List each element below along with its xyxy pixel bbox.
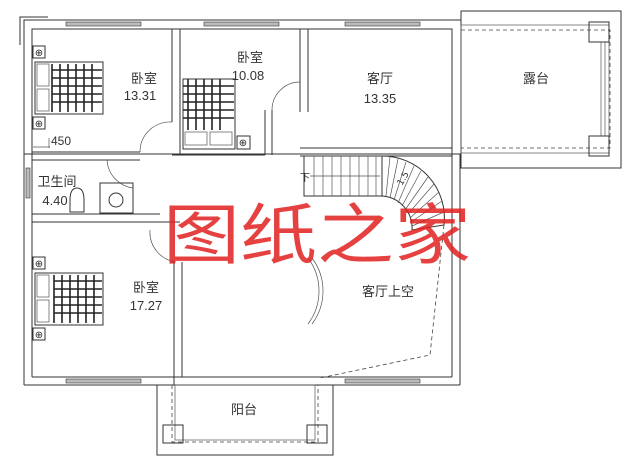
door-bedroom-3: [149, 229, 177, 263]
svg-text:⊕: ⊕: [35, 48, 43, 59]
svg-text:⊕: ⊕: [35, 259, 43, 270]
room-label-balcony: 阳台: [231, 403, 257, 418]
void-outline: [319, 224, 445, 379]
door-bedroom-1: [139, 121, 173, 153]
room-label-terrace: 露台: [523, 72, 549, 87]
dimension-label: 450: [51, 134, 71, 148]
balcony: [156, 384, 334, 456]
stairs-down-label: 下: [300, 173, 310, 184]
window-top-3: [344, 21, 421, 27]
curved-wall: [307, 257, 320, 325]
room-area-bedroom-2: 10.08: [232, 68, 265, 83]
room-area-bathroom: 4.40: [42, 193, 67, 208]
door-bedroom-2: [271, 81, 301, 111]
door-bathroom: [106, 159, 134, 189]
room-label-living-room: 客厅: [367, 71, 393, 87]
window-top-2: [203, 21, 280, 27]
room-label-bedroom-3: 卧室: [133, 280, 159, 296]
toilet: [69, 187, 85, 213]
window-bottom-1: [65, 378, 142, 384]
room-area-bedroom-1: 13.31: [124, 88, 157, 103]
room-area-living-room: 13.35: [364, 91, 397, 106]
svg-text:⊕: ⊕: [35, 119, 43, 130]
room-label-bedroom-1: 卧室: [131, 71, 157, 87]
stairs-width-label: 1.5: [396, 170, 412, 187]
sink: [99, 182, 134, 214]
terrace: [460, 10, 622, 169]
room-label-living-void: 客厅上空: [362, 284, 414, 300]
room-label-bedroom-2: 卧室: [237, 50, 263, 66]
room-area-bedroom-3: 17.27: [130, 298, 163, 313]
bed-bedroom-3: ⊕ ⊕: [32, 256, 104, 341]
window-top-1: [65, 21, 142, 27]
bed-bedroom-1: ⊕ ⊕: [32, 45, 104, 130]
svg-text:⊕: ⊕: [35, 330, 43, 341]
room-label-bathroom: 卫生间: [37, 175, 76, 190]
window-bottom-2: [344, 378, 421, 384]
svg-text:⊕: ⊕: [239, 138, 247, 149]
staircase: 下 1.5: [300, 155, 445, 231]
window-bathroom: [25, 167, 31, 199]
bed-bedroom-2: ⊕: [182, 78, 251, 150]
interior-walls: [32, 29, 452, 385]
watermark: 图纸之家: [163, 197, 471, 274]
